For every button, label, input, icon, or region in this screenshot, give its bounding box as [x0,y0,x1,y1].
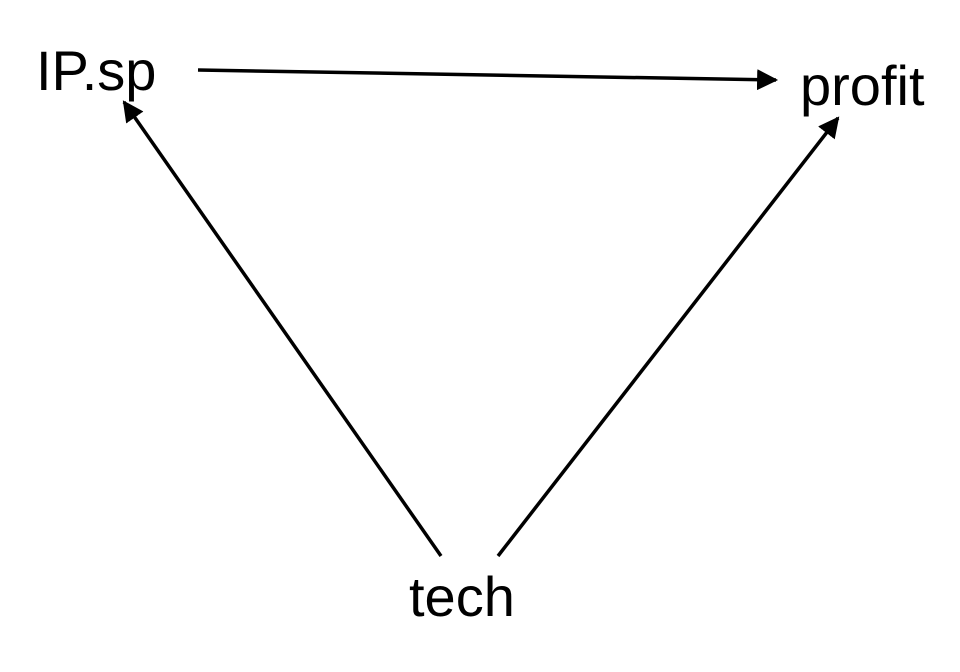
node-ip-sp: IP.sp [36,39,156,102]
node-profit: profit [800,54,925,117]
edge-tech-to-profit [496,116,840,558]
node-tech: tech [409,565,515,628]
edge-ipsp-to-profit [197,68,779,91]
edge-tech-to-ipsp [122,100,443,558]
